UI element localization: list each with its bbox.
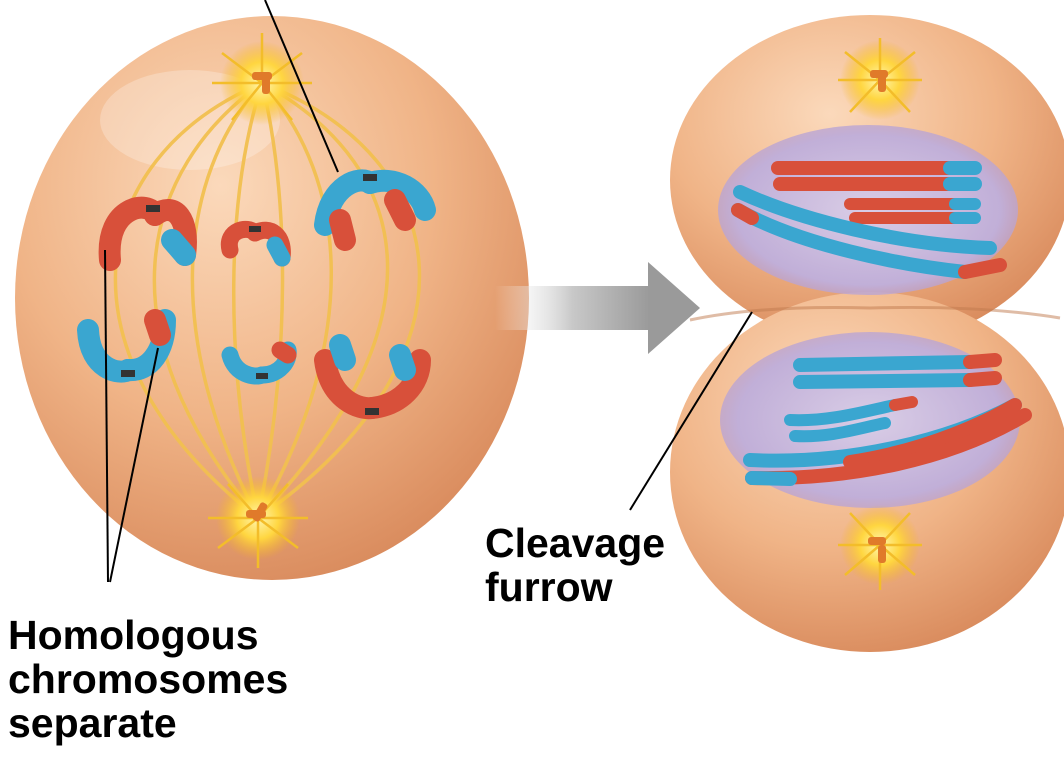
cleavage-line2: furrow bbox=[485, 565, 665, 609]
homologous-line1: Homologous bbox=[8, 613, 288, 657]
telophase-cells bbox=[670, 15, 1064, 652]
cleavage-furrow-label: Cleavage furrow bbox=[485, 521, 665, 609]
cleavage-line1: Cleavage bbox=[485, 521, 665, 565]
homologous-line3: separate bbox=[8, 701, 288, 745]
anaphase-cell bbox=[15, 16, 529, 580]
homologous-line2: chromosomes bbox=[8, 657, 288, 701]
homologous-chromosomes-label: Homologous chromosomes separate bbox=[8, 613, 288, 745]
